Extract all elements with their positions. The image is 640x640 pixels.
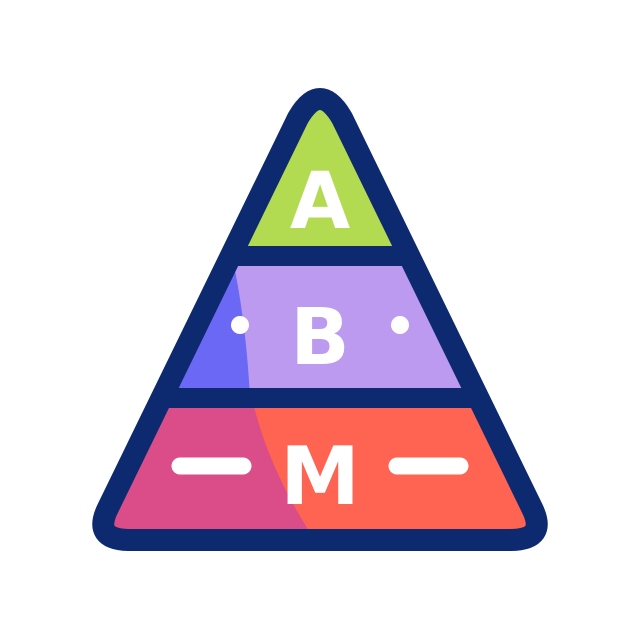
letter-a: A [290,157,350,247]
pyramid-outline [92,88,548,551]
letter-b: B [290,293,349,383]
dot-left [231,316,249,334]
level-m-shade [103,398,318,540]
dot-right [391,316,409,334]
letter-m: M [280,430,360,523]
